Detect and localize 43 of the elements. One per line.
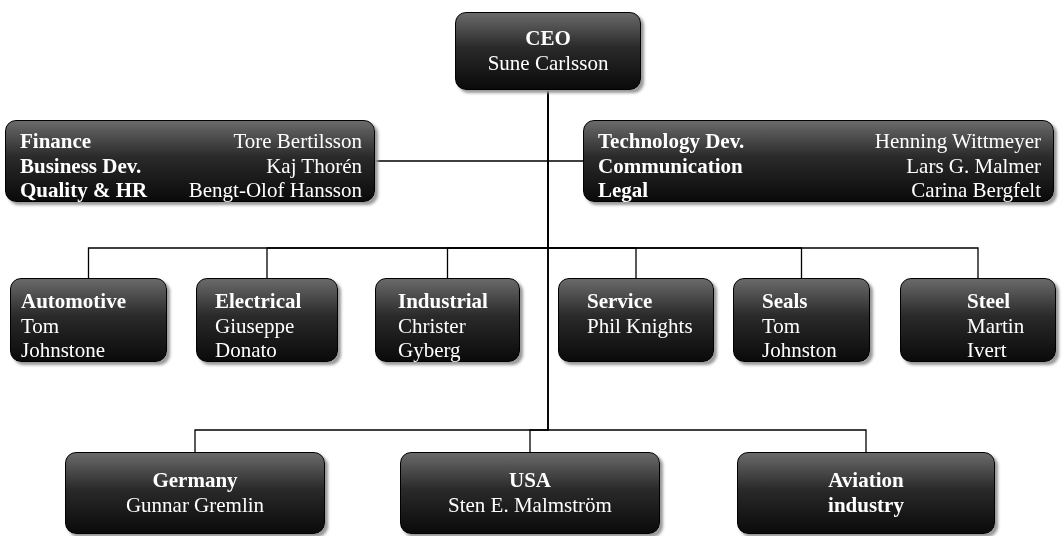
person-name: Bengt-Olof Hansson (188, 178, 362, 203)
ceo-box (455, 12, 641, 90)
person-name: Gunnar Gremlin (125, 493, 265, 518)
division-box (733, 278, 870, 362)
staff-box (583, 120, 1054, 202)
department-title: Communication (598, 153, 744, 179)
person-name: Kaj Thorén (265, 153, 362, 179)
division-box (375, 278, 520, 362)
division-box (196, 278, 338, 362)
unit-title: Service (587, 289, 654, 314)
unit-title: Steel (967, 289, 1012, 314)
person-name: Sune Carlsson (487, 51, 609, 76)
department-title: Business Dev. (20, 153, 143, 179)
unit-title: Seals (762, 289, 809, 314)
department-title: Technology Dev. (598, 129, 745, 154)
unit-title: Electrical (215, 289, 303, 314)
person-name: Sten E. Malmström (448, 493, 612, 518)
region-box (65, 452, 325, 534)
department-title: Legal (598, 178, 650, 203)
person-name: Tore Bertilsson (232, 129, 362, 154)
unit-title: USA (509, 468, 551, 493)
person-name: Henning Wittmeyer (874, 129, 1041, 154)
department-title: Finance (20, 129, 93, 154)
region-box (737, 452, 995, 534)
division-box (900, 278, 1056, 362)
staff-box (5, 120, 375, 202)
person-name: Carina Bergfelt (910, 178, 1041, 203)
department-title: Quality & HR (20, 178, 148, 203)
division-box (558, 278, 714, 362)
person-name: Tom Johnston (762, 313, 838, 363)
unit-title: Industrial (398, 289, 489, 314)
person-name: Lars G. Malmer (905, 153, 1041, 179)
person-name: Christer Gyberg (398, 313, 467, 363)
person-name: Martin Ivert (967, 313, 1026, 363)
person-name: Giuseppe Donato (215, 313, 296, 363)
unit-title: Aviation industry (827, 468, 905, 518)
region-box (400, 452, 660, 534)
unit-title: CEO (525, 26, 571, 51)
person-name: Phil Knights (587, 313, 694, 339)
person-name: Tom Johnstone (21, 313, 106, 363)
division-box (10, 278, 167, 362)
unit-title: Automotive (21, 289, 127, 314)
unit-title: Germany (152, 468, 238, 493)
